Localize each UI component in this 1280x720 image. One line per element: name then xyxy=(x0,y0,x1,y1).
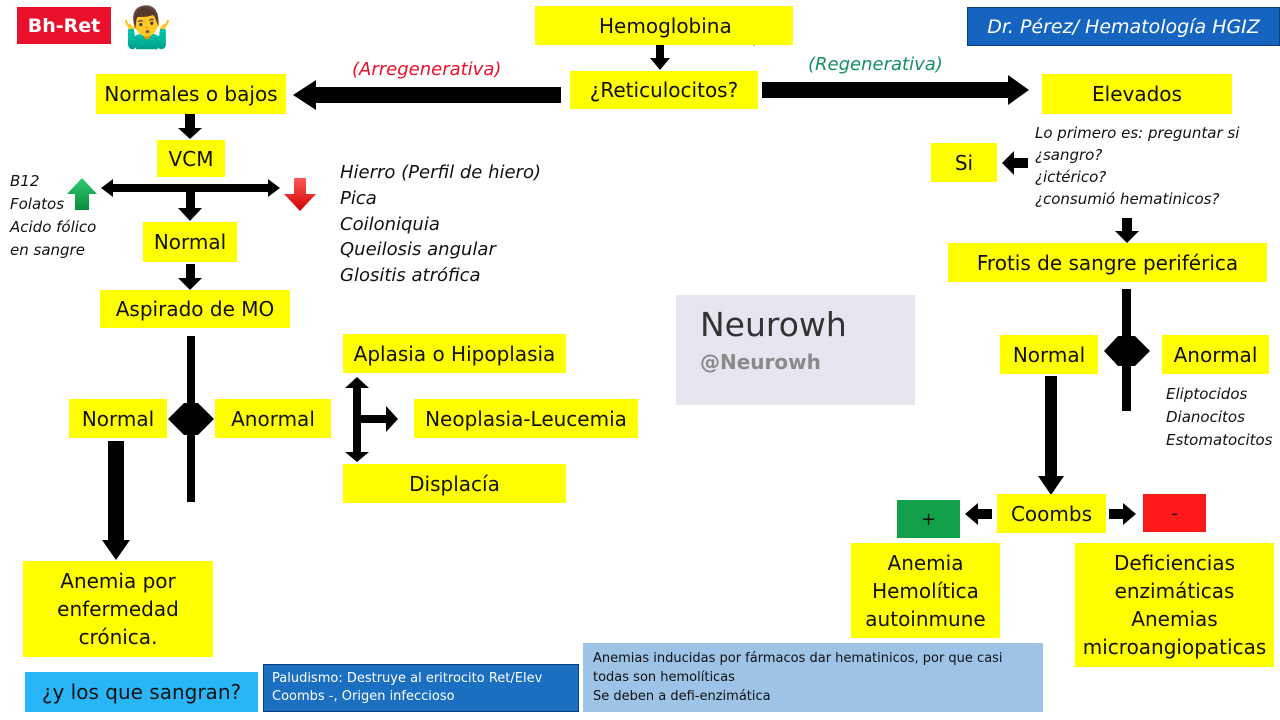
anemia-cronica-line: crónica. xyxy=(78,625,158,649)
vcm-high-item: B12 xyxy=(10,172,40,190)
bleeding-questions: Lo primero es: preguntar si ¿sangro? ¿ic… xyxy=(1035,122,1239,210)
vcm-double-arrow xyxy=(101,179,280,197)
hemolitica-line: Anemia xyxy=(887,550,964,575)
paludismo-line: Coombs -, Origen infeccioso xyxy=(272,689,455,704)
arrow-bracket-up xyxy=(345,377,369,462)
vcm-high-list: B12 Folatos Acido fólico en sangre xyxy=(10,170,96,262)
deficiencias-line: Anemias xyxy=(1131,607,1218,631)
arrow-normal-to-aspirado xyxy=(178,264,202,290)
arrow-coombs-to-minus xyxy=(1109,503,1136,525)
vcm-low-list: Hierro (Perfil de hiero) Pica Coiloniqui… xyxy=(340,160,541,289)
question-line: Lo primero es: preguntar si xyxy=(1035,124,1240,142)
frotis-box: Frotis de sangre periférica xyxy=(948,243,1267,282)
arrow-arregenerativa xyxy=(293,80,561,110)
coombs-negative-box: - xyxy=(1143,494,1206,532)
vcm-low-item: Queilosis angular xyxy=(340,239,496,261)
normal-aspirado-box: Normal xyxy=(69,399,167,438)
hemolitica-line: autoinmune xyxy=(865,606,986,631)
anemia-hemolitica-box: Anemia Hemolítica autoinmune xyxy=(851,543,1000,638)
paludismo-line: Paludismo: Destruye al eritrocito Ret/El… xyxy=(272,671,543,686)
regenerativa-label: (Regenerativa) xyxy=(808,54,943,75)
deficiencias-line: Deficiencias xyxy=(1113,551,1236,575)
arrow-to-neoplasia xyxy=(361,406,398,432)
anemia-cronica-line: Anemia por xyxy=(60,569,176,593)
watermark-handle: @Neurowh xyxy=(700,350,821,374)
question-line: ¿sangro? xyxy=(1035,146,1103,164)
arrow-to-si xyxy=(1002,151,1028,175)
question-line: ¿consumió hematinicos? xyxy=(1035,190,1220,208)
arrow-to-frotis xyxy=(1115,218,1139,243)
farmacos-line: Anemias inducidas por fármacos dar hemat… xyxy=(593,651,1003,666)
arrow-coombs-to-plus xyxy=(965,503,992,525)
deficiencias-line: microangiopaticas xyxy=(1082,635,1267,659)
anemia-cronica-line: enfermedad xyxy=(57,597,179,621)
anemia-cronica-box: Anemia por enfermedad crónica. xyxy=(23,561,213,657)
cell-item: Eliptocidos xyxy=(1166,385,1248,403)
cell-item: Dianocitos xyxy=(1166,408,1245,426)
vcm-high-item: Folatos xyxy=(10,195,65,213)
normales-bajos-box: Normales o bajos xyxy=(96,74,286,114)
vcm-low-icon xyxy=(284,178,316,211)
aspirado-mo-box: Aspirado de MO xyxy=(100,290,290,328)
vcm-low-item: Hierro (Perfil de hiero) xyxy=(340,162,541,183)
displasia-box: Displacía xyxy=(343,464,566,503)
arrow-hb-to-retic xyxy=(650,44,670,70)
bh-ret-badge: Bh-Ret xyxy=(17,7,111,44)
neurowh-watermark: Neurowh @Neurowh xyxy=(676,295,915,405)
vcm-box: VCM xyxy=(157,140,225,177)
anormal-aspirado-box: Anormal xyxy=(215,399,331,438)
abnormal-cells-list: Eliptocidos Dianocitos Estomatocitos xyxy=(1166,383,1273,452)
vcm-high-item: en sangre xyxy=(10,241,85,259)
author-banner: Dr. Pérez/ Hematología HGIZ xyxy=(967,7,1280,46)
frotis-diamond-arrow xyxy=(1104,336,1150,366)
hemolitica-line: Hemolítica xyxy=(872,578,979,603)
aspirado-diamond-arrow xyxy=(168,403,214,435)
farmacos-line: Se deben a defi-enzimática xyxy=(593,689,771,704)
vcm-high-item: Acido fólico xyxy=(10,218,97,236)
paludismo-note: Paludismo: Destruye al eritrocito Ret/El… xyxy=(263,664,579,712)
vcm-low-item: Glositis atrófica xyxy=(340,265,481,287)
hemoglobina-box: Hemoglobina xyxy=(535,6,793,45)
arrow-regenerativa xyxy=(762,75,1029,105)
arrow-normal-to-cronica xyxy=(102,441,130,560)
arregenerativa-label: (Arregenerativa) xyxy=(352,59,502,80)
vcm-high-icon xyxy=(67,178,97,210)
neoplasia-box: Neoplasia-Leucemia xyxy=(414,399,638,438)
deficiencias-line: enzimáticas xyxy=(1114,579,1235,603)
farmacos-note: Anemias inducidas por fármacos dar hemat… xyxy=(583,643,1043,712)
normal-vcm-box: Normal xyxy=(143,222,237,262)
cell-item: Estomatocitos xyxy=(1166,431,1273,449)
coombs-box: Coombs xyxy=(997,494,1106,533)
vcm-low-item: Pica xyxy=(340,187,377,209)
reticulocitos-box: ¿Reticulocitos? xyxy=(570,71,758,109)
watermark-name: Neurowh xyxy=(700,305,847,344)
aplasia-box: Aplasia o Hipoplasia xyxy=(343,334,566,373)
si-box: Si xyxy=(931,143,997,182)
deficiencias-box: Deficiencias enzimáticas Anemias microan… xyxy=(1075,543,1274,667)
coombs-positive-box: + xyxy=(897,500,960,538)
elevados-box: Elevados xyxy=(1042,74,1232,114)
shrug-emoji-icon: 🤷‍♂️ xyxy=(122,6,172,50)
arrow-normales-to-vcm xyxy=(178,114,202,139)
arrow-vcm-to-normal xyxy=(178,192,202,221)
normal-frotis-box: Normal xyxy=(1000,335,1098,374)
vcm-low-item: Coiloniquia xyxy=(340,213,440,235)
anormal-frotis-box: Anormal xyxy=(1162,335,1269,374)
arrow-normal-to-coombs xyxy=(1038,376,1064,495)
question-line: ¿ictérico? xyxy=(1035,168,1107,186)
sangran-box: ¿y los que sangran? xyxy=(25,672,258,712)
farmacos-line: todas son hemolíticas xyxy=(593,670,735,685)
